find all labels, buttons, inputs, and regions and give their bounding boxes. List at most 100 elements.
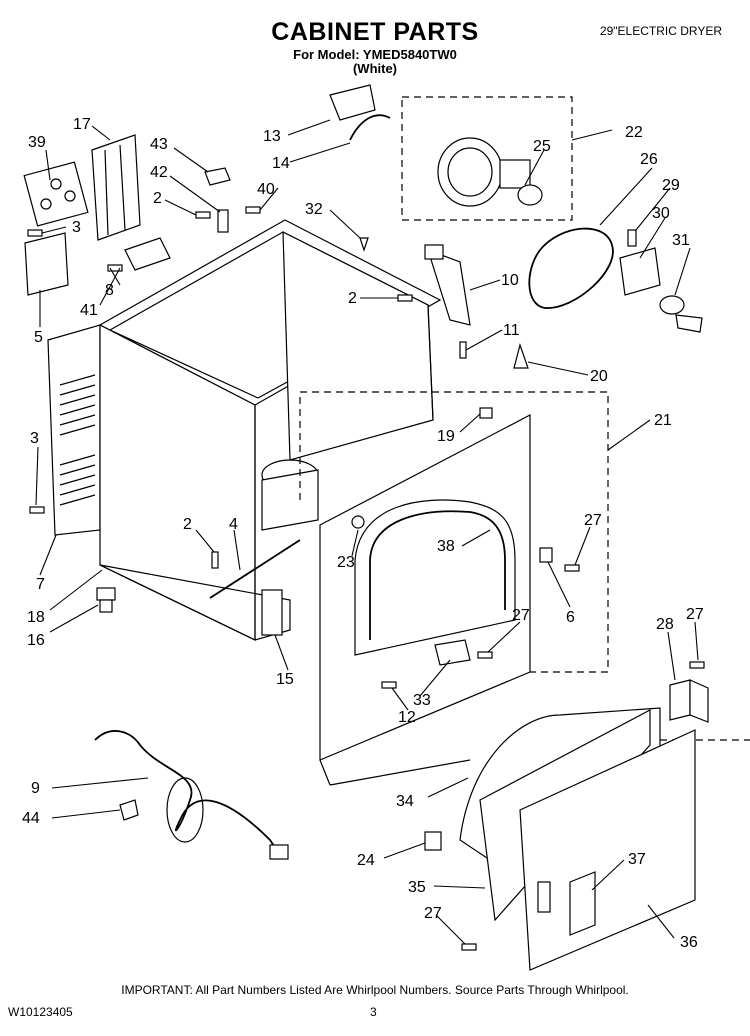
model-number: For Model: YMED5840TW0	[293, 47, 457, 62]
part-13	[329, 84, 376, 121]
screw-2c	[211, 551, 219, 569]
screw-3a	[27, 229, 43, 237]
part-38-seal	[369, 510, 506, 640]
callout-40: 40	[257, 181, 275, 198]
part-43	[204, 167, 231, 186]
callout-2a: 2	[153, 190, 162, 207]
screw-12	[381, 681, 397, 689]
callout-3b: 3	[30, 430, 39, 447]
callout-37: 37	[628, 851, 646, 868]
callout-30: 30	[652, 205, 670, 222]
callout-44: 44	[22, 810, 40, 827]
part-14	[349, 114, 391, 141]
page-title: CABINET PARTS	[271, 18, 479, 46]
callout-27b: 27	[512, 607, 530, 624]
callout-5: 5	[34, 329, 43, 346]
product-type: 29"ELECTRIC DRYER	[599, 24, 722, 38]
front-panel-group-box	[299, 391, 609, 673]
callout-26: 26	[640, 151, 658, 168]
callout-18: 18	[27, 609, 45, 626]
callout-32: 32	[305, 201, 323, 218]
part-20	[513, 342, 529, 369]
callout-41: 41	[80, 302, 98, 319]
callout-3a: 3	[72, 219, 81, 236]
callout-2b: 2	[348, 290, 357, 307]
model-info: For Model: YMED5840TW0 (White)	[250, 48, 500, 76]
callout-38: 38	[437, 538, 455, 555]
callout-7: 7	[36, 576, 45, 593]
part-10	[427, 249, 471, 326]
part-37-handle	[569, 871, 596, 936]
document-id: W10123405	[8, 1005, 73, 1019]
callout-labels: 39 17 43 42 2 40 3 8 41 5 13 14 32 25 22…	[22, 116, 704, 951]
part-39	[23, 161, 89, 227]
screw-41	[107, 264, 123, 272]
cabinet-side-left	[47, 324, 101, 536]
screw-40	[245, 206, 261, 214]
part-44-clamp	[119, 799, 139, 821]
part-23	[351, 515, 365, 529]
callout-15: 15	[276, 671, 294, 688]
part-29	[627, 229, 637, 247]
callout-43: 43	[150, 136, 168, 153]
callout-12: 12	[398, 709, 416, 726]
part-26-belt	[528, 227, 614, 309]
callout-21: 21	[654, 412, 672, 429]
callout-36: 36	[680, 934, 698, 951]
part-16-leg	[96, 587, 116, 613]
callout-2c: 2	[183, 516, 192, 533]
motor-group-box	[401, 96, 573, 221]
top-center-parts	[329, 84, 703, 369]
callout-27d: 27	[424, 905, 442, 922]
model-color: (White)	[352, 61, 398, 76]
part-17	[91, 134, 141, 241]
callout-14: 14	[272, 155, 290, 172]
part-5	[24, 232, 69, 296]
callout-10: 10	[501, 272, 519, 289]
callout-35: 35	[408, 879, 426, 896]
callout-33: 33	[413, 692, 431, 709]
callout-6: 6	[566, 609, 575, 626]
part-42	[217, 209, 229, 233]
part-25-motor	[437, 137, 543, 207]
screw-3b	[29, 506, 45, 514]
callout-16: 16	[27, 632, 45, 649]
callout-28: 28	[656, 616, 674, 633]
callout-20: 20	[590, 368, 608, 385]
callout-39: 39	[28, 134, 46, 151]
part-6	[539, 547, 553, 563]
callout-17: 17	[73, 116, 91, 133]
part-31-idler	[659, 295, 703, 333]
callout-34: 34	[396, 793, 414, 810]
screw-27c	[689, 661, 705, 669]
screw-27b	[477, 651, 493, 659]
part-33	[434, 639, 471, 666]
callout-27c: 27	[686, 606, 704, 623]
side-louvers	[59, 374, 96, 506]
callout-19: 19	[437, 428, 455, 445]
leader-lines	[35, 119, 699, 945]
part-24	[424, 831, 442, 851]
callout-29: 29	[662, 177, 680, 194]
screw-27a	[564, 564, 580, 572]
part-4-bar	[209, 539, 301, 599]
callout-25: 25	[533, 138, 551, 155]
power-cord-assembly	[94, 730, 289, 860]
part-28-hinge	[669, 679, 709, 723]
part-32	[359, 237, 369, 252]
callout-24: 24	[357, 852, 375, 869]
part-9-cord	[94, 730, 281, 856]
callout-4: 4	[229, 516, 238, 533]
door-assembly	[424, 661, 750, 971]
callout-23: 23	[337, 554, 355, 571]
part-30	[619, 247, 661, 296]
screw-2a	[195, 211, 211, 219]
callout-27a: 27	[584, 512, 602, 529]
top-left-parts	[23, 134, 261, 514]
part-19	[479, 407, 493, 419]
callout-8: 8	[105, 282, 114, 299]
callout-42: 42	[150, 164, 168, 181]
callout-31: 31	[672, 232, 690, 249]
